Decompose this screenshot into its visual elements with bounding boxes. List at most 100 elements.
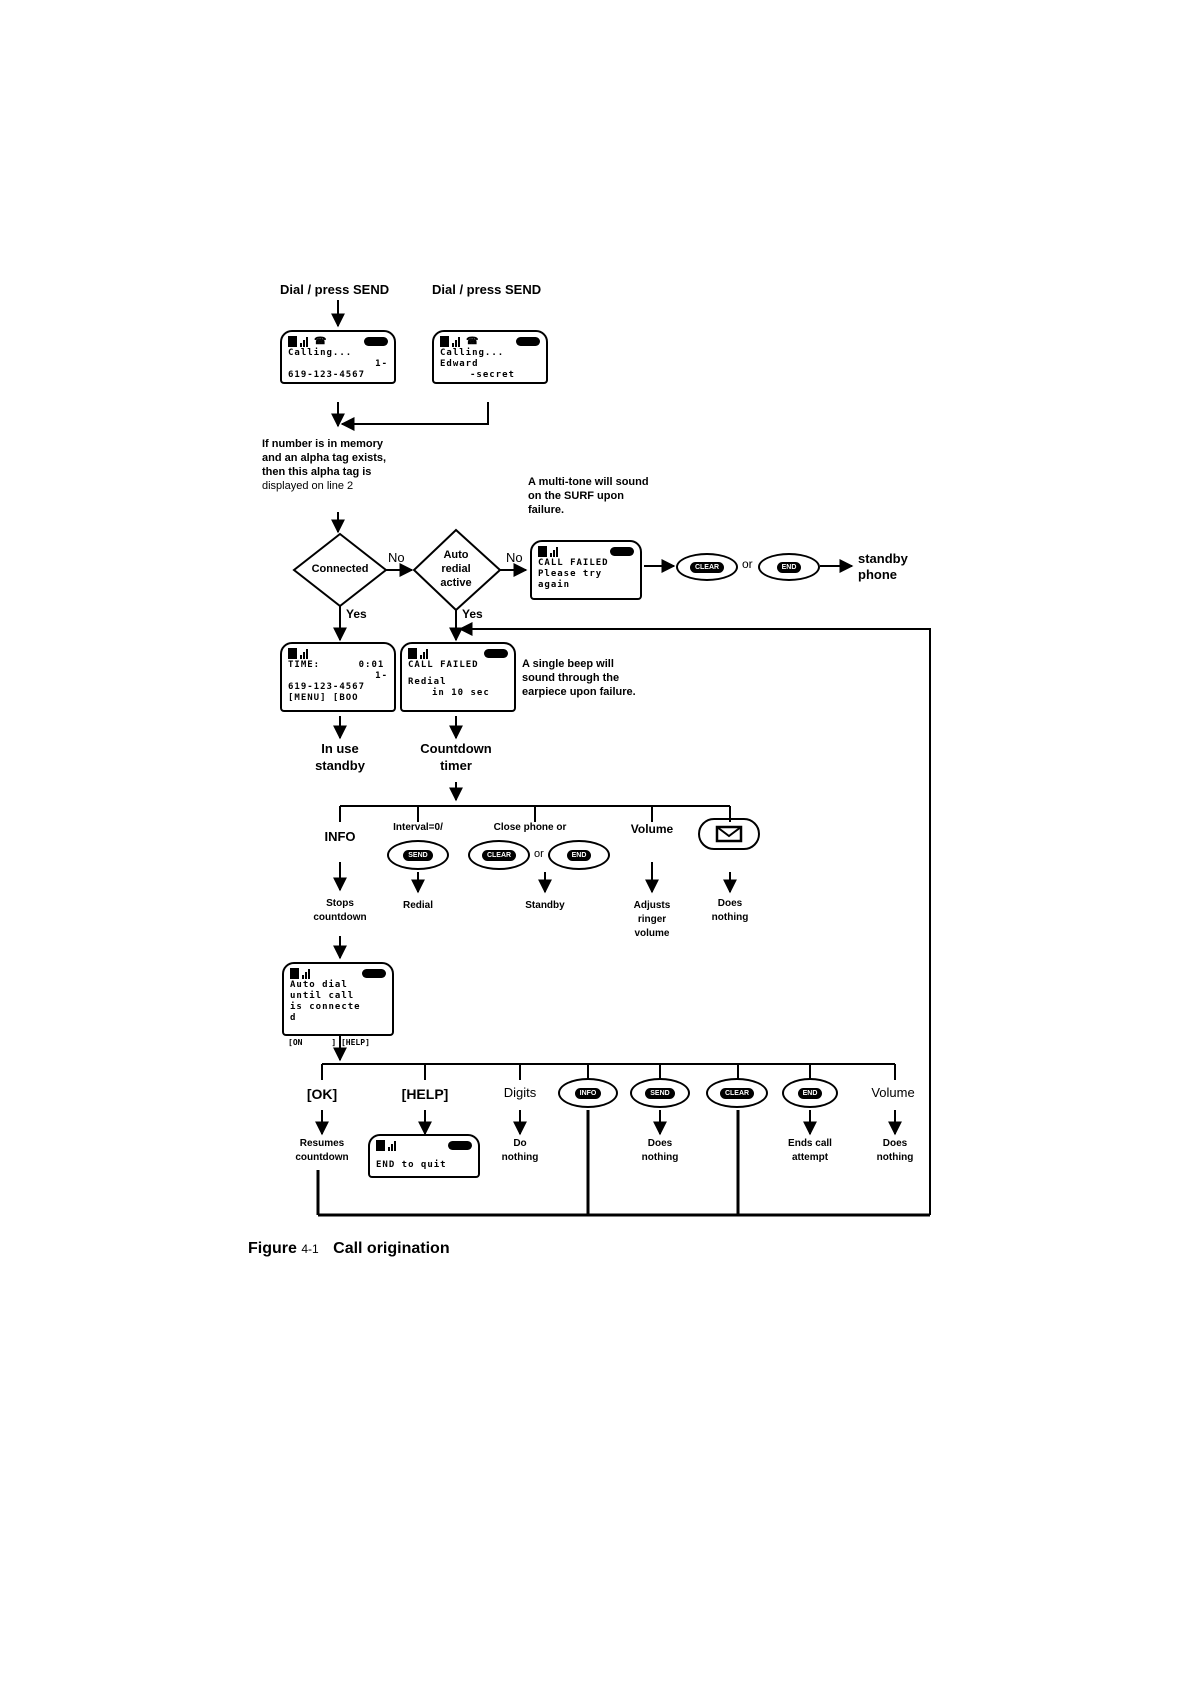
- note-alpha-tag-2: and an alpha tag exists,: [262, 452, 387, 464]
- signal-icon: [408, 648, 428, 659]
- decision-auto-1: Auto: [443, 549, 469, 561]
- note-alpha-tag-3: then this alpha tag is: [262, 466, 372, 478]
- note-beep-1: A single beep will: [522, 658, 614, 670]
- label-ends-1: Ends call: [788, 1138, 832, 1149]
- handset-icon: ☎: [466, 336, 479, 347]
- screen-call-failed-redial: CALL FAILED Redial in 10 sec: [400, 642, 516, 712]
- send-key-label: SEND: [645, 1087, 675, 1099]
- label-digits: Digits: [503, 1085, 537, 1100]
- battery-icon: [516, 337, 540, 346]
- signal-icon: [290, 968, 310, 979]
- signal-icon: [538, 546, 558, 557]
- note-beep-3: earpiece upon failure.: [522, 686, 636, 698]
- lcd-line-2: Please try: [538, 569, 603, 579]
- info-key[interactable]: INFO: [558, 1078, 618, 1108]
- label-close-phone: Close phone or: [493, 822, 567, 833]
- end-key[interactable]: END: [758, 553, 820, 581]
- loop-back-line: [458, 622, 931, 1215]
- screen-calling-number: ☎ Calling... 1- 619-123-4567: [280, 330, 396, 384]
- lcd-line-2: 1-: [375, 359, 388, 369]
- note-multitone-2: on the SURF upon: [528, 490, 624, 502]
- label-in-use-2: standby: [315, 758, 365, 773]
- send-key-2[interactable]: SEND: [630, 1078, 690, 1108]
- info-key-label: INFO: [574, 1087, 602, 1099]
- label-countdown-1: Countdown: [420, 741, 492, 756]
- label-ok: [OK]: [306, 1086, 338, 1102]
- label-does-nothing-1a: Does: [717, 898, 743, 909]
- label-do-nothing-1: Do: [513, 1138, 527, 1149]
- end-key-label: END: [776, 561, 802, 573]
- clear-key-3[interactable]: CLEAR: [706, 1078, 768, 1108]
- label-standby: Standby: [525, 900, 565, 911]
- lcd-line-3: in 10 sec: [432, 688, 490, 698]
- lcd-line-1: Calling...: [288, 348, 353, 358]
- note-beep-2: sound through the: [522, 672, 620, 684]
- decision-connected: Connected: [311, 563, 369, 575]
- screen-call-failed-retry: CALL FAILED Please try again: [530, 540, 642, 600]
- lcd-line-2: Redial: [408, 677, 447, 687]
- decision-auto-3: active: [440, 577, 472, 589]
- note-multitone-3: failure.: [528, 504, 565, 516]
- caption-number: 4-1: [301, 1242, 319, 1256]
- lcd-line-3: is connecte: [290, 1002, 361, 1012]
- note-alpha-tag-1: If number is in memory: [262, 438, 384, 450]
- end-key-label: END: [566, 849, 592, 861]
- label-does-nothing-1b: nothing: [711, 912, 749, 923]
- arrow-name-merge: [340, 402, 489, 431]
- label-help: [HELP]: [401, 1086, 449, 1102]
- message-key[interactable]: [698, 818, 760, 850]
- lcd-line-2: until call: [290, 991, 355, 1001]
- lcd-line-3: 619-123-4567: [288, 370, 366, 380]
- screen-end-quit: END to quit: [368, 1134, 480, 1178]
- label-do-nothing-2: nothing: [501, 1152, 539, 1163]
- handset-icon: ☎: [314, 336, 327, 347]
- lcd-line-3: 619-123-4567: [288, 682, 366, 692]
- label-does-nothing-2b: nothing: [641, 1152, 679, 1163]
- lcd-line-1: CALL FAILED: [538, 558, 609, 568]
- label-no-2: No: [506, 550, 523, 565]
- lcd-line-4: [MENU] [BOO: [288, 693, 359, 703]
- label-volume-1: Volume: [630, 822, 674, 836]
- battery-icon: [364, 337, 388, 346]
- battery-icon: [610, 547, 634, 556]
- lcd-line-2: Edward: [440, 359, 479, 369]
- lcd-line-2: 1-: [375, 671, 388, 681]
- end-key-label: END: [797, 1087, 823, 1099]
- label-ends-2: attempt: [791, 1152, 829, 1163]
- end-key-3[interactable]: END: [782, 1078, 838, 1108]
- label-standby-1: standby: [858, 551, 908, 566]
- send-key-label: SEND: [403, 849, 433, 861]
- label-redial: Redial: [402, 900, 433, 911]
- signal-icon: [376, 1140, 396, 1151]
- dial-send-label-right: Dial / press SEND: [432, 282, 542, 297]
- label-adjust-2: ringer: [637, 914, 667, 925]
- label-info: INFO: [324, 829, 356, 844]
- label-countdown-2: timer: [440, 758, 472, 773]
- label-does-nothing-2a: Does: [647, 1138, 673, 1149]
- lcd-line-1: END to quit: [376, 1160, 447, 1170]
- label-does-nothing-3b: nothing: [876, 1152, 914, 1163]
- signal-icon: [288, 648, 308, 659]
- clear-key[interactable]: CLEAR: [676, 553, 738, 581]
- label-interval: Interval=0/: [393, 822, 443, 833]
- lcd-line-3: -secret: [470, 370, 515, 380]
- clear-key-label: CLEAR: [481, 849, 517, 861]
- lcd-line-1: CALL FAILED: [408, 660, 479, 670]
- label-in-use-1: In use: [321, 741, 359, 756]
- envelope-icon: [715, 825, 743, 843]
- label-does-nothing-3a: Does: [882, 1138, 908, 1149]
- clear-key-2[interactable]: CLEAR: [468, 840, 530, 870]
- label-yes-1: Yes: [346, 607, 367, 621]
- dial-send-label-left: Dial / press SEND: [280, 282, 390, 297]
- end-key-2[interactable]: END: [548, 840, 610, 870]
- clear-key-label: CLEAR: [719, 1087, 755, 1099]
- label-resumes-1: Resumes: [299, 1138, 345, 1149]
- label-adjust-3: volume: [634, 928, 670, 939]
- send-key-1[interactable]: SEND: [387, 840, 449, 870]
- label-or-1: or: [742, 557, 753, 571]
- label-standby-2: phone: [858, 567, 897, 582]
- note-multitone-1: A multi-tone will sound: [528, 476, 649, 488]
- lcd-line-1: TIME: 0:01: [288, 660, 385, 670]
- label-stops-1: Stops: [326, 898, 354, 909]
